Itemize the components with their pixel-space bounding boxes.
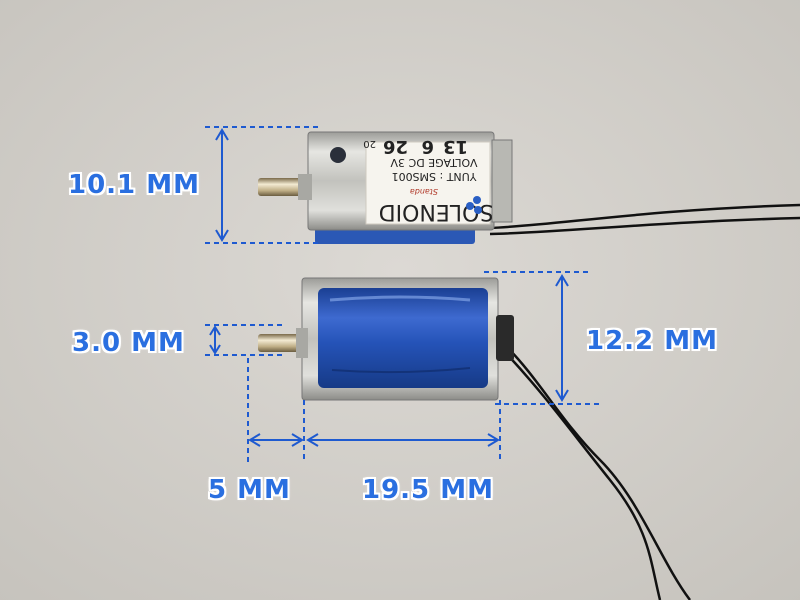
lead-wires	[489, 203, 800, 600]
label-brand-script: Standa	[410, 187, 438, 196]
dimension-label-3-0: 3.0 MM	[72, 328, 185, 358]
top-solenoid: SOLENOID Standa YUNT : SMS001 VOLTAGE DC…	[258, 131, 513, 244]
label-date-year: 13	[443, 136, 468, 157]
solenoid-logo-icon	[466, 196, 482, 214]
bottom-solenoid	[258, 277, 514, 401]
label-unit: YUNT : SMS001	[392, 170, 478, 183]
label-voltage: VOLTAGE DC 3V	[390, 156, 477, 169]
dimension-label-5: 5 MM	[208, 475, 291, 505]
label-date-day: 26	[383, 136, 408, 157]
label-prefix: 20	[363, 138, 376, 149]
dimension-label-19-5: 19.5 MM	[362, 475, 494, 505]
dimension-label-10-1: 10.1 MM	[68, 170, 200, 200]
label-brand: SOLENOID	[379, 199, 494, 224]
dimension-lines	[205, 126, 602, 462]
label-date-month: 6	[421, 136, 434, 157]
dimension-label-12-2: 12.2 MM	[586, 326, 718, 356]
